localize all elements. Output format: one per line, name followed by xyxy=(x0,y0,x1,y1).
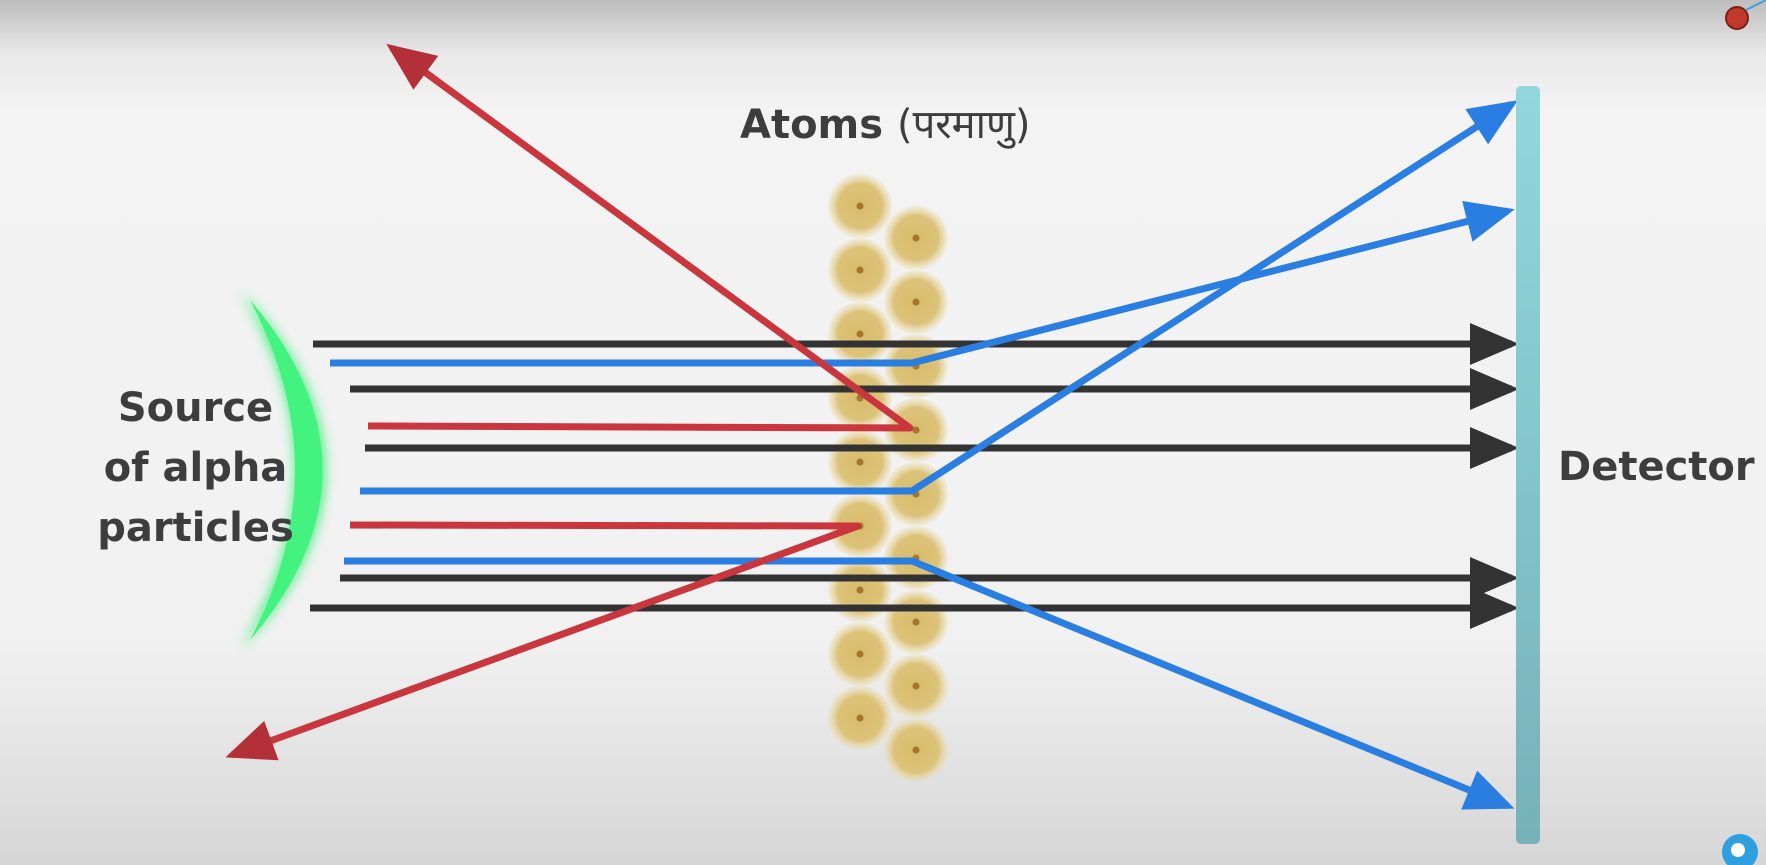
source-label-line3: particles xyxy=(97,505,294,551)
alpha-source xyxy=(240,290,325,650)
detector-screen xyxy=(1516,86,1540,844)
blue-badge-icon xyxy=(1722,834,1758,865)
reflected-rays xyxy=(225,43,914,761)
straight-rays xyxy=(310,323,1519,629)
atoms-label: Atoms (परमाणु) xyxy=(740,95,1030,150)
atoms-label-main: Atoms xyxy=(740,102,884,148)
deflected-rays xyxy=(330,100,1518,810)
atom-column-left xyxy=(828,174,892,750)
red-dot-logo-icon xyxy=(1725,0,1766,30)
source-label-line1: Source xyxy=(117,385,274,431)
source-label: Source of alpha particles xyxy=(88,378,303,558)
detector-label: Detector xyxy=(1558,444,1755,490)
atoms-label-hindi: (परमाणु) xyxy=(896,102,1031,148)
source-label-line2: of alpha xyxy=(103,445,288,491)
